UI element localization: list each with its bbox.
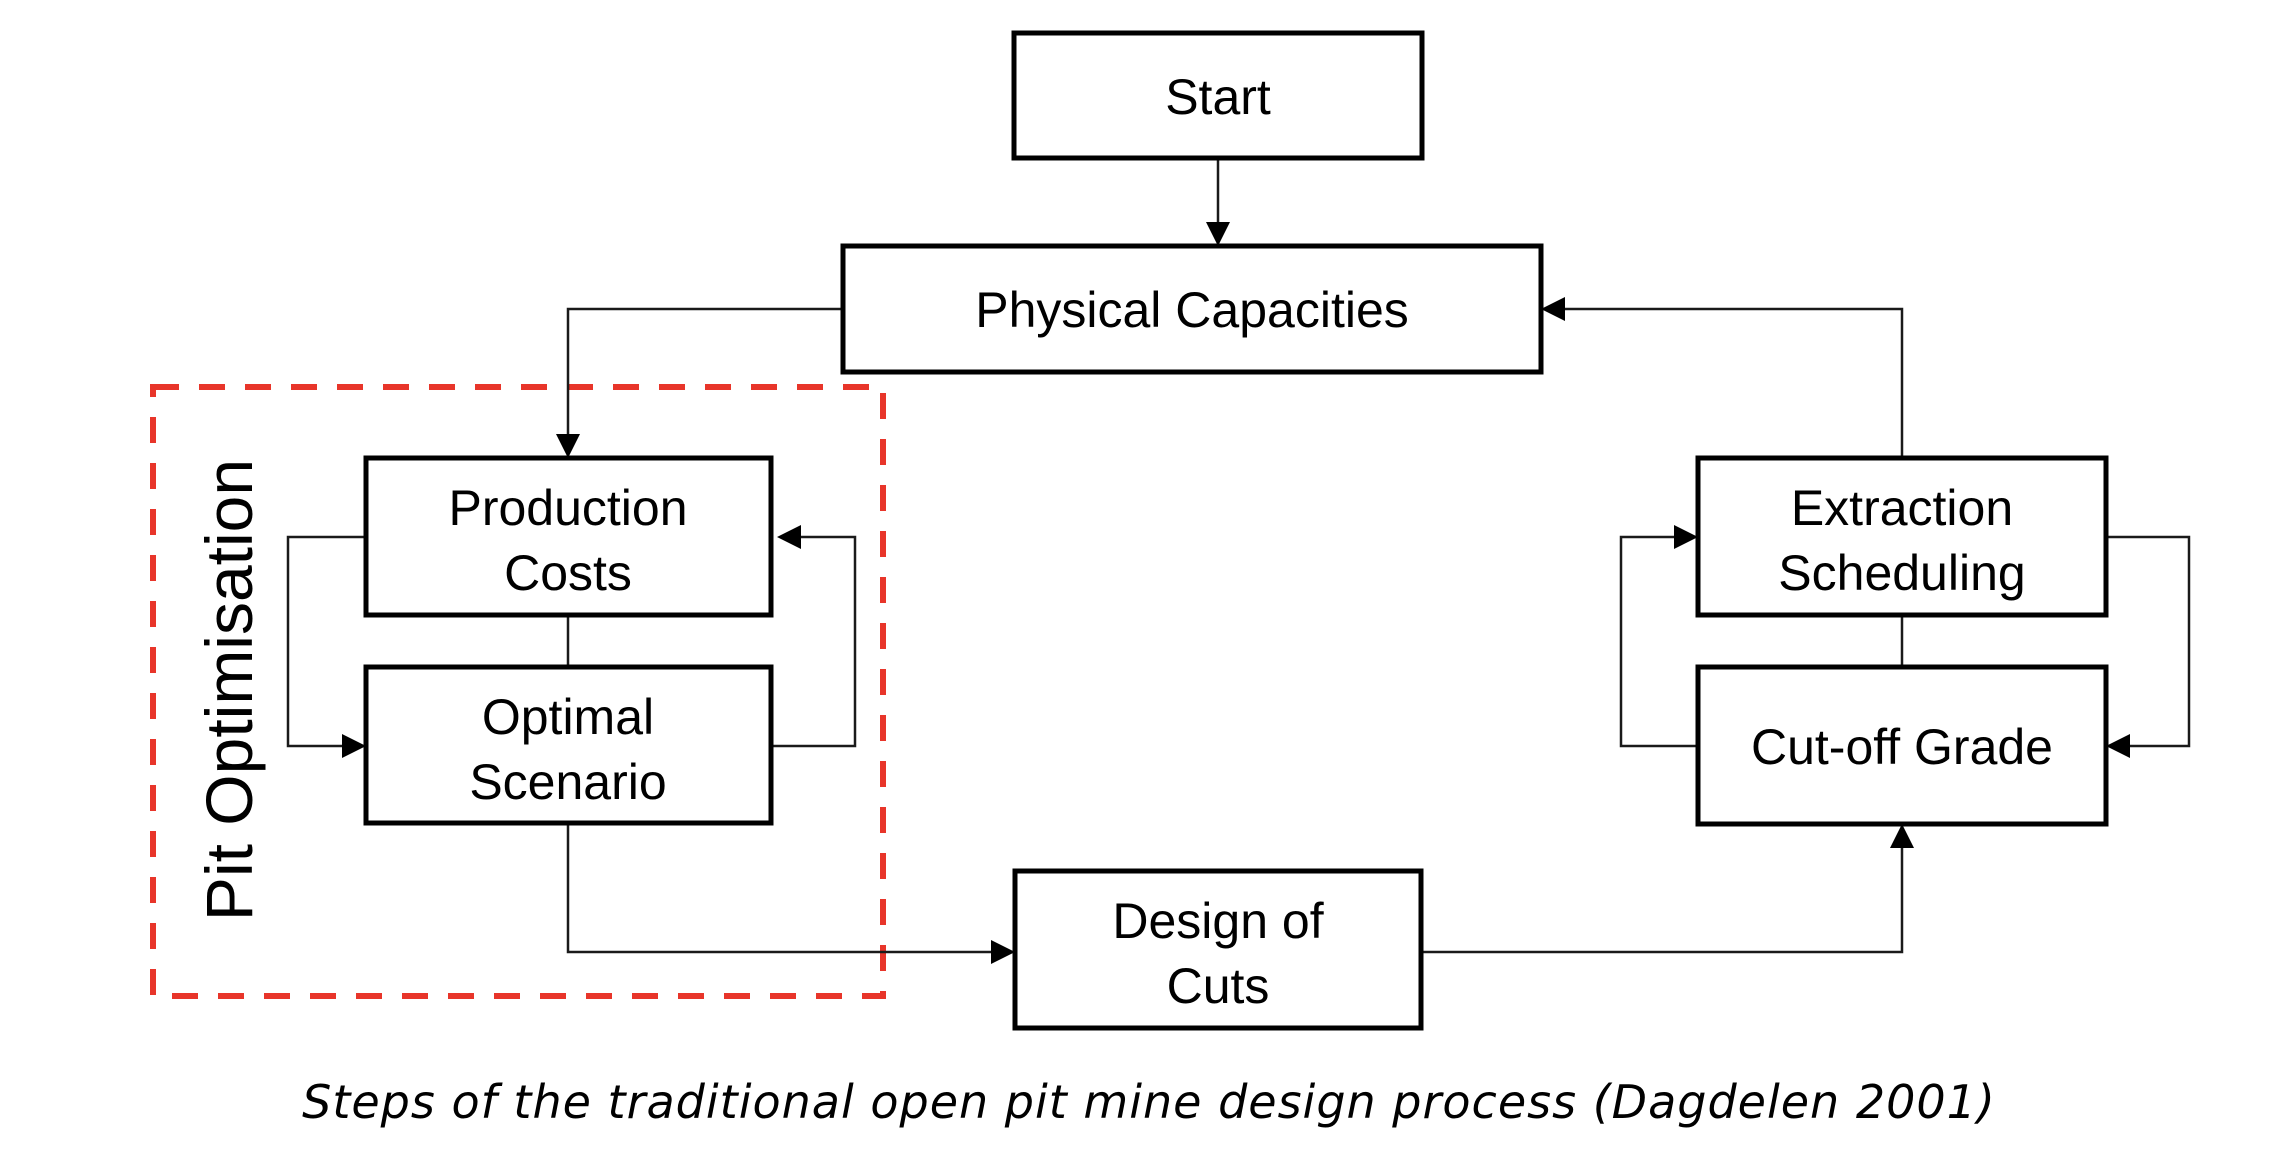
node-extraction-scheduling-line-1: Extraction — [1791, 480, 2013, 536]
arrowhead-down-icon — [1206, 222, 1230, 246]
node-cutoff-grade-label: Cut-off Grade — [1751, 719, 2053, 775]
pit-optimisation-region — [150, 384, 886, 999]
edge-design-of-cuts-to-cutoff-grade — [1421, 842, 1904, 954]
figure-caption: Steps of the traditional open pit mine d… — [302, 1075, 1996, 1129]
arrowhead-right-icon — [1674, 525, 1698, 549]
edge-production-costs-to-optimal-scenario — [286, 535, 366, 748]
arrowhead-down-icon — [556, 434, 580, 458]
arrowhead-left-icon — [777, 525, 801, 549]
edge-optimal-scenario-to-production-costs — [771, 535, 857, 748]
edge-optimal-scenario-to-design-of-cuts — [566, 823, 997, 954]
node-production-costs-line-2: Costs — [504, 545, 632, 601]
edge-physical-capacities-to-production-costs — [566, 307, 843, 440]
node-optimal-scenario: Optimal Scenario — [363, 664, 774, 826]
node-production-costs-line-1: Production — [448, 480, 687, 536]
arrowhead-left-icon — [1541, 297, 1565, 321]
node-start-label: Start — [1165, 69, 1271, 125]
edge-extraction-scheduling-to-cutoff-grade — [2106, 535, 2191, 748]
arrowhead-right-icon — [991, 940, 1015, 964]
connectors — [286, 158, 2191, 964]
node-physical-capacities-label: Physical Capacities — [975, 282, 1409, 338]
node-cutoff-grade: Cut-off Grade — [1695, 664, 2109, 827]
pit-optimisation-label: Pit Optimisation — [192, 459, 266, 921]
node-optimal-scenario-line-1: Optimal — [482, 689, 654, 745]
arrowhead-left-icon — [2106, 734, 2130, 758]
arrowhead-right-icon — [342, 734, 366, 758]
arrowhead-up-icon — [1890, 824, 1914, 848]
node-design-of-cuts-line-2: Cuts — [1167, 958, 1270, 1014]
node-optimal-scenario-line-2: Scenario — [469, 754, 666, 810]
edge-cutoff-grade-to-extraction-scheduling — [1619, 535, 1698, 748]
node-production-costs: Production Costs — [363, 455, 774, 618]
node-design-of-cuts-line-1: Design of — [1112, 893, 1323, 949]
node-extraction-scheduling: Extraction Scheduling — [1695, 455, 2109, 618]
edge-extraction-scheduling-to-physical-capacities — [1559, 307, 1904, 458]
node-start: Start — [1011, 30, 1425, 161]
node-physical-capacities: Physical Capacities — [840, 243, 1544, 375]
node-design-of-cuts: Design of Cuts — [1012, 868, 1424, 1031]
node-extraction-scheduling-line-2: Scheduling — [1778, 545, 2025, 601]
